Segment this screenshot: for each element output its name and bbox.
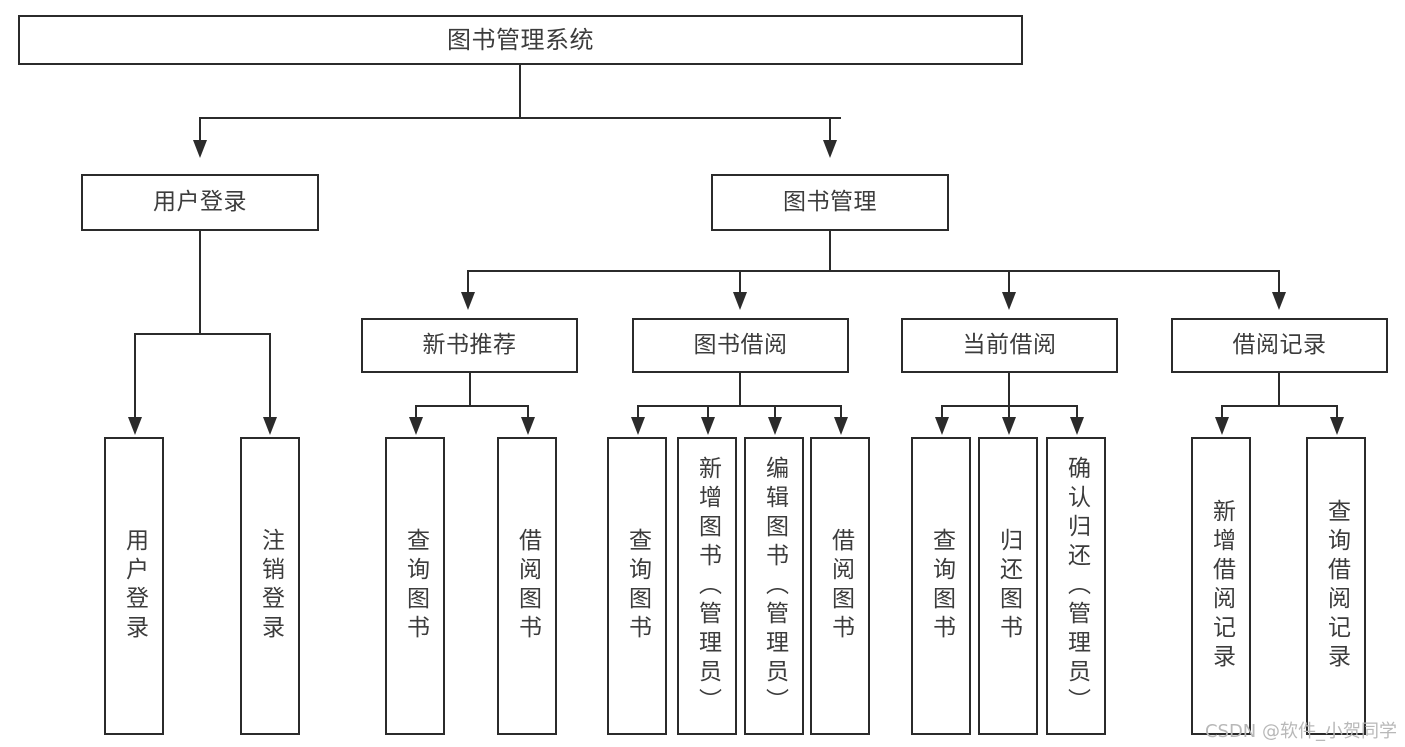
connector-br-stem — [1278, 373, 1280, 407]
connector-user-login-drop-1 — [134, 333, 136, 419]
node-label: 注销登录 — [257, 528, 284, 644]
leaf-br-query-record[interactable]: 查询借阅记录 — [1306, 437, 1366, 735]
connector-bb-drop-4 — [840, 405, 842, 419]
leaf-bb-edit-book-admin[interactable]: 编辑图书（管理员） — [744, 437, 804, 735]
arrowhead-br-leaf-1 — [1215, 417, 1229, 435]
leaf-nbr-borrow-book[interactable]: 借阅图书 — [497, 437, 557, 735]
leaf-cb-query-book[interactable]: 查询图书 — [911, 437, 971, 735]
connector-bm-drop-3 — [1008, 270, 1010, 294]
leaf-bb-query-book[interactable]: 查询图书 — [607, 437, 667, 735]
arrowhead-to-book-management — [823, 140, 837, 158]
node-book-borrow[interactable]: 图书借阅 — [632, 318, 849, 373]
arrowhead-br-leaf-2 — [1330, 417, 1344, 435]
node-user-login[interactable]: 用户登录 — [81, 174, 319, 231]
connector-user-login-bus — [134, 333, 271, 335]
node-label: 图书借阅 — [693, 331, 788, 358]
arrowhead-new-book-recommend — [461, 292, 475, 310]
watermark-text: CSDN @软件_小贺同学 — [1204, 721, 1397, 742]
leaf-user-login[interactable]: 用户登录 — [104, 437, 164, 735]
node-label: 查询借阅记录 — [1323, 499, 1350, 673]
node-label: 图书管理 — [783, 188, 877, 215]
node-label: 新增图书（管理员） — [694, 455, 721, 717]
connector-book-management-bus — [467, 270, 1280, 272]
connector-nbr-drop-2 — [527, 405, 529, 419]
connector-bb-drop-3 — [774, 405, 776, 419]
node-label: 借阅图书 — [827, 528, 854, 644]
node-label: 借阅记录 — [1232, 331, 1327, 358]
arrowhead-bb-leaf-3 — [768, 417, 782, 435]
node-label: 图书管理系统 — [447, 25, 594, 54]
leaf-nbr-query-book[interactable]: 查询图书 — [385, 437, 445, 735]
arrowhead-bb-leaf-4 — [834, 417, 848, 435]
connector-user-login-drop-2 — [269, 333, 271, 419]
connector-cb-drop-3 — [1076, 405, 1078, 419]
connector-root-stem — [519, 65, 521, 118]
connector-bm-drop-2 — [739, 270, 741, 294]
node-root-book-management-system[interactable]: 图书管理系统 — [18, 15, 1023, 65]
arrowhead-borrow-record — [1272, 292, 1286, 310]
node-current-borrow[interactable]: 当前借阅 — [901, 318, 1118, 373]
arrowhead-nbr-leaf-1 — [409, 417, 423, 435]
arrowhead-current-borrow — [1002, 292, 1016, 310]
connector-bm-drop-1 — [467, 270, 469, 294]
arrowhead-nbr-leaf-2 — [521, 417, 535, 435]
node-label: 新增借阅记录 — [1208, 499, 1235, 673]
arrowhead-user-login-leaf-1 — [128, 417, 142, 435]
node-label: 用户登录 — [153, 188, 247, 215]
arrowhead-to-user-login — [193, 140, 207, 158]
connector-cb-stem — [1008, 373, 1010, 407]
connector-br-bus — [1221, 405, 1338, 407]
connector-user-login-stem — [199, 231, 201, 335]
arrowhead-bb-leaf-1 — [631, 417, 645, 435]
connector-bb-drop-1 — [637, 405, 639, 419]
arrowhead-cb-leaf-3 — [1070, 417, 1084, 435]
leaf-bb-add-book-admin[interactable]: 新增图书（管理员） — [677, 437, 737, 735]
connector-bb-drop-2 — [707, 405, 709, 419]
connector-bb-stem — [739, 373, 741, 407]
leaf-logout[interactable]: 注销登录 — [240, 437, 300, 735]
connector-bb-bus — [637, 405, 842, 407]
leaf-cb-return-book[interactable]: 归还图书 — [978, 437, 1038, 735]
arrowhead-cb-leaf-2 — [1002, 417, 1016, 435]
node-label: 确认归还（管理员） — [1063, 455, 1090, 717]
connector-bm-drop-4 — [1278, 270, 1280, 294]
node-label: 用户登录 — [121, 528, 148, 644]
leaf-bb-borrow-book[interactable]: 借阅图书 — [810, 437, 870, 735]
arrowhead-bb-leaf-2 — [701, 417, 715, 435]
node-label: 查询图书 — [928, 528, 955, 644]
connector-root-to-book-management — [829, 117, 831, 142]
connector-cb-drop-1 — [941, 405, 943, 419]
connector-nbr-stem — [469, 373, 471, 407]
connector-br-drop-2 — [1336, 405, 1338, 419]
arrowhead-book-borrow — [733, 292, 747, 310]
connector-nbr-drop-1 — [415, 405, 417, 419]
leaf-cb-confirm-return-admin[interactable]: 确认归还（管理员） — [1046, 437, 1106, 735]
node-label: 新书推荐 — [422, 331, 517, 358]
connector-br-drop-1 — [1221, 405, 1223, 419]
node-new-book-recommend[interactable]: 新书推荐 — [361, 318, 578, 373]
node-book-management[interactable]: 图书管理 — [711, 174, 949, 231]
connector-root-bus — [199, 117, 841, 119]
connector-cb-drop-2 — [1008, 405, 1010, 419]
node-label: 查询图书 — [402, 528, 429, 644]
node-label: 查询图书 — [624, 528, 651, 644]
node-borrow-record[interactable]: 借阅记录 — [1171, 318, 1388, 373]
connector-nbr-bus — [415, 405, 529, 407]
connector-book-management-stem — [829, 231, 831, 272]
node-label: 借阅图书 — [514, 528, 541, 644]
node-label: 归还图书 — [995, 528, 1022, 644]
node-label: 当前借阅 — [962, 331, 1057, 358]
arrowhead-cb-leaf-1 — [935, 417, 949, 435]
leaf-br-add-record[interactable]: 新增借阅记录 — [1191, 437, 1251, 735]
arrowhead-user-login-leaf-2 — [263, 417, 277, 435]
node-label: 编辑图书（管理员） — [761, 455, 788, 717]
connector-root-to-user-login — [199, 117, 201, 142]
